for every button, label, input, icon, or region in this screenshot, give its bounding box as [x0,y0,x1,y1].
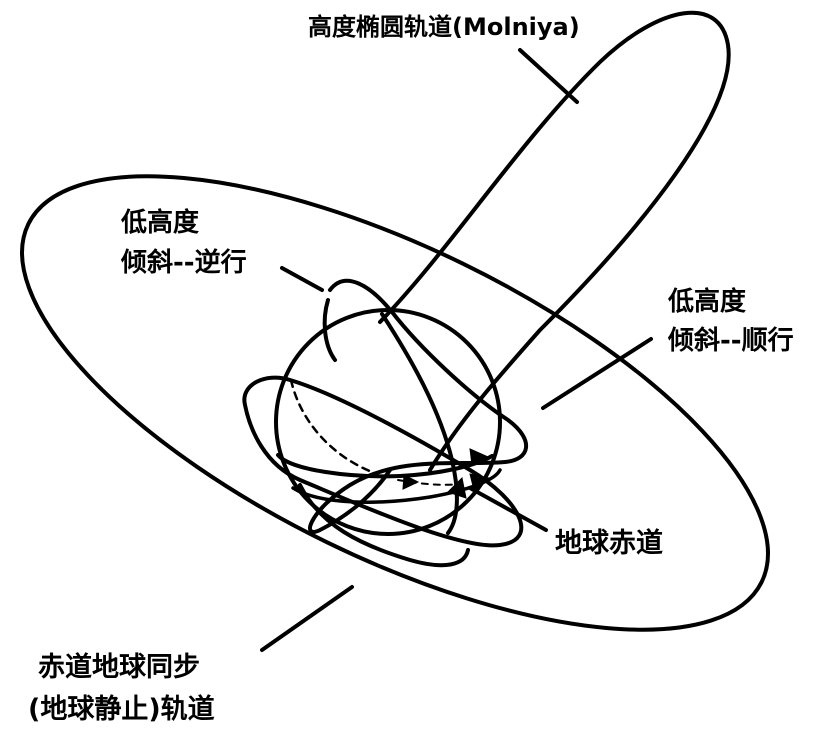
earth-back-meridian [289,378,374,474]
retrograde-orbit-lower [298,483,470,568]
prograde-leader [541,337,653,410]
molniya-label-text: 高度椭圆轨道(Molniya) [308,13,580,41]
equator-label: 地球赤道 [555,528,663,559]
geostationary-orbit [20,174,770,632]
prograde-label-line1: 低高度 [668,287,747,317]
molniya-label: 高度椭圆轨道(Molniya) [308,15,580,39]
geostationary-label-line2: (地球静止)轨道 [28,694,215,725]
geostationary-leader [260,585,354,652]
retrograde-orbit-upper [322,298,337,362]
equator-leader [468,486,548,532]
retrograde-leader [280,266,324,292]
geostationary-label-line1: 赤道地球同步 [38,652,200,683]
arrow-icon [402,474,420,490]
molniya-leader [518,48,579,104]
arrow-icon [447,476,467,499]
earth-meridian [380,312,459,535]
retrograde-label-line1: 低高度 [121,208,200,238]
molniya-orbit [378,10,731,472]
retrograde-label-line2: 倾斜--逆行 [121,248,247,278]
retrograde-orbit [308,278,529,534]
earth-equator [276,453,494,479]
arrow-icon [469,473,491,491]
prograde-label-line2: 倾斜--顺行 [668,326,794,356]
prograde-orbit [242,375,524,548]
arrow-icon [469,448,490,466]
inner-ring [291,468,502,504]
